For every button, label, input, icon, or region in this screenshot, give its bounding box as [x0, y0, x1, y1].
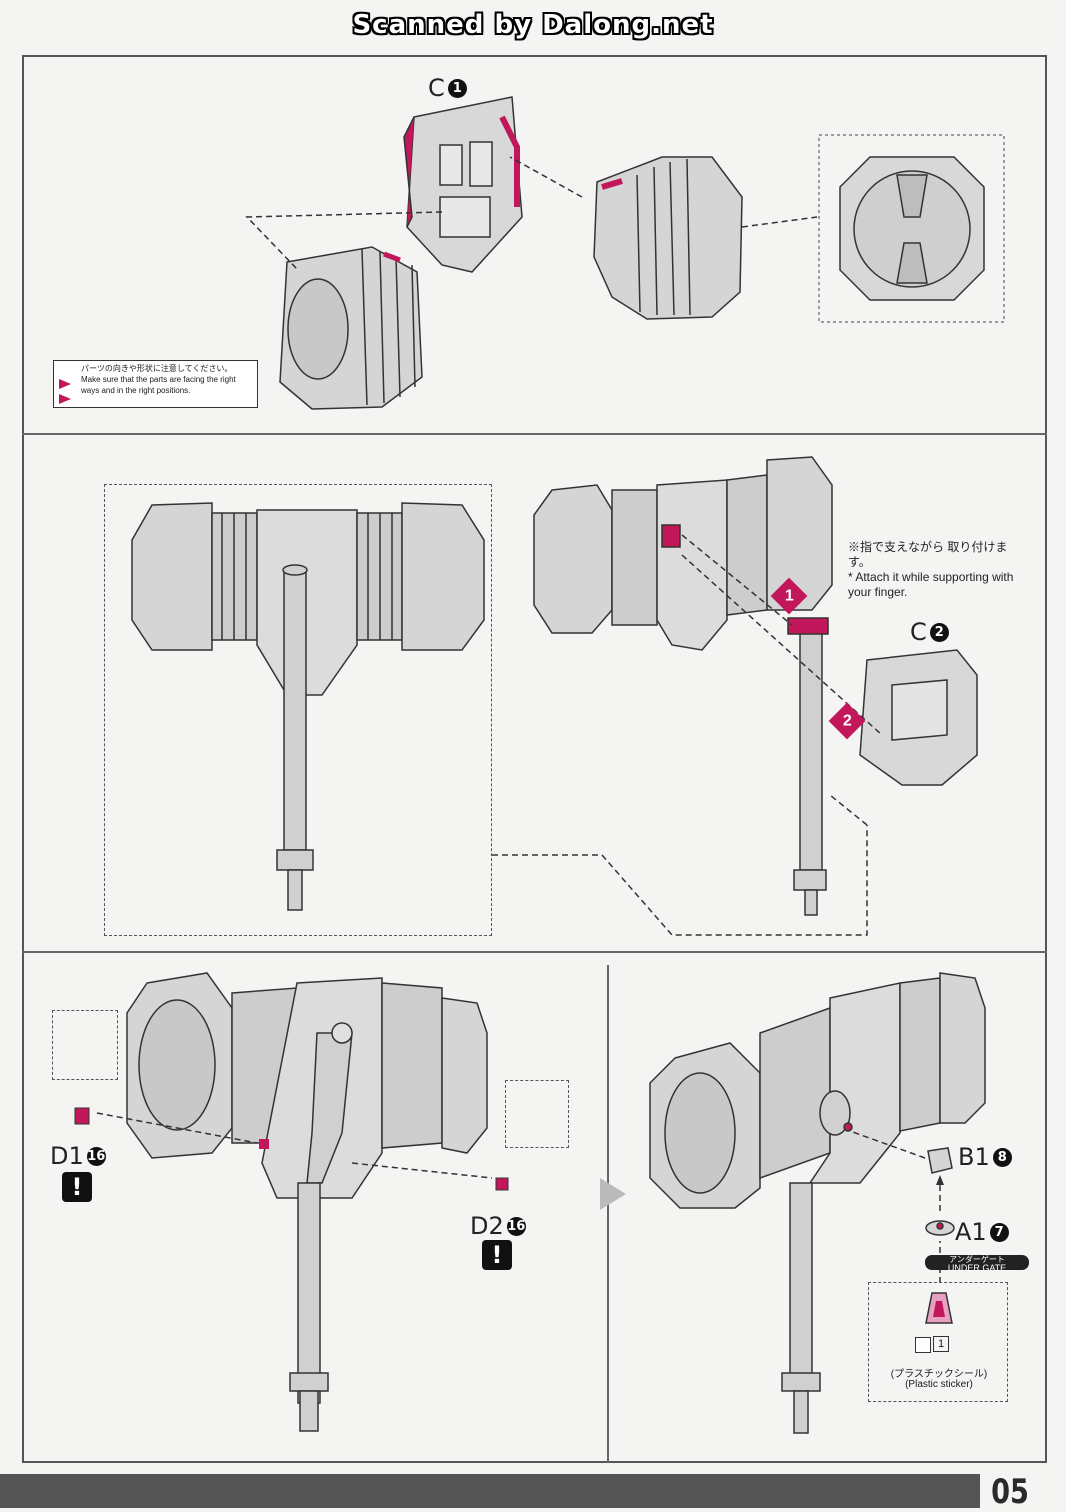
part-label-a1: A1 7 [955, 1218, 1009, 1246]
part-number-badge: 1 [447, 78, 467, 98]
hammer-shaft-completed [276, 564, 314, 911]
page-number-box [980, 1470, 1040, 1508]
hammer-head-step4 [649, 972, 986, 1209]
sticker-en: (Plastic sticker) [905, 1379, 973, 1390]
detail-drum-endface [839, 156, 985, 301]
sticker-detail-box: 1 (プラスチックシール) (Plastic sticker) [868, 1282, 1008, 1402]
part-number-badge: 7 [989, 1222, 1009, 1242]
detail-box-d1 [52, 1010, 118, 1080]
sticker-shape-icon [925, 1292, 953, 1324]
part-letter: A1 [955, 1218, 987, 1246]
part-letter: C [428, 74, 445, 102]
part-c2-cover [859, 649, 978, 786]
step1-illustration [245, 96, 1005, 410]
direction-mark-icon [59, 379, 71, 389]
step4-illustration [649, 972, 986, 1434]
part-c1-frame [403, 96, 523, 273]
part-label-c2: C 2 [910, 618, 949, 646]
part-drum-left [279, 246, 423, 410]
notice-jp: パーツの向きや形状に注意してください。 [81, 364, 233, 373]
part-letter: D2 [470, 1212, 504, 1240]
support-finger-note: ※指で支えながら 取り付けます。 * Attach it while suppo… [848, 540, 1028, 600]
note-jp: ※指で支えながら 取り付けます。 [848, 540, 1008, 569]
sticker-number: 1 [933, 1336, 949, 1352]
order-badge-number: 2 [842, 712, 852, 729]
part-number-badge: 16 [506, 1216, 526, 1236]
arrow-up-icon [936, 1175, 944, 1185]
completed-hammer-view-box [104, 484, 492, 936]
part-number-badge: 8 [992, 1147, 1012, 1167]
assembly-guide-lines [96, 1112, 493, 1179]
sticker-sheet-icon [915, 1337, 931, 1353]
under-gate-jp: アンダーゲート [949, 1255, 1005, 1264]
caution-icon: ! [482, 1240, 512, 1270]
caution-icon: ! [62, 1172, 92, 1202]
notice-en: Make sure that the parts are facing the … [81, 375, 236, 395]
part-a1 [925, 1220, 955, 1236]
page-number: 05 [991, 1472, 1029, 1512]
panel-divider-vertical [607, 965, 609, 1463]
part-drum-right [593, 156, 743, 320]
part-letter: D1 [50, 1142, 84, 1170]
direction-mark-icon [59, 394, 71, 404]
part-label-d1: D1 16 [50, 1142, 106, 1170]
note-en: * Attach it while supporting with your f… [848, 570, 1014, 599]
order-badge-number: 1 [784, 587, 794, 604]
detail-box-dashed [818, 134, 1005, 323]
part-label-d2: D2 16 [470, 1212, 526, 1240]
panel-divider [22, 433, 1047, 435]
hammer-grip-step3 [289, 1022, 353, 1432]
detail-box-d2 [505, 1080, 569, 1148]
part-letter: C [910, 618, 927, 646]
page-footer-bar [0, 1474, 980, 1508]
hammer-head-step3 [126, 972, 488, 1199]
panel-divider [22, 951, 1047, 953]
under-gate-en: UNDER GATE [947, 1263, 1007, 1273]
part-number-badge: 2 [929, 622, 949, 642]
step2-illustration [131, 456, 978, 936]
shaft-part [787, 617, 829, 916]
hammer-shaft-step4 [781, 1182, 821, 1434]
part-label-b1: B1 8 [958, 1143, 1012, 1171]
part-b1 [927, 1147, 953, 1174]
under-gate-badge: アンダーゲート UNDER GATE [925, 1255, 1029, 1273]
step3-illustration [74, 972, 509, 1432]
next-step-arrow-icon [600, 1178, 626, 1210]
part-number-badge: 16 [86, 1146, 106, 1166]
manual-page-frame [22, 55, 1047, 1463]
scan-watermark: Scanned by Dalong.net [352, 10, 714, 40]
hammer-head-completed [131, 502, 485, 696]
sticker-jp: (プラスチックシール) [890, 1369, 988, 1380]
part-label-c1: C 1 [428, 74, 467, 102]
part-letter: B1 [958, 1143, 990, 1171]
assembly-guide-lines [245, 156, 818, 270]
orientation-notice: パーツの向きや形状に注意してください。 Make sure that the p… [53, 360, 258, 408]
